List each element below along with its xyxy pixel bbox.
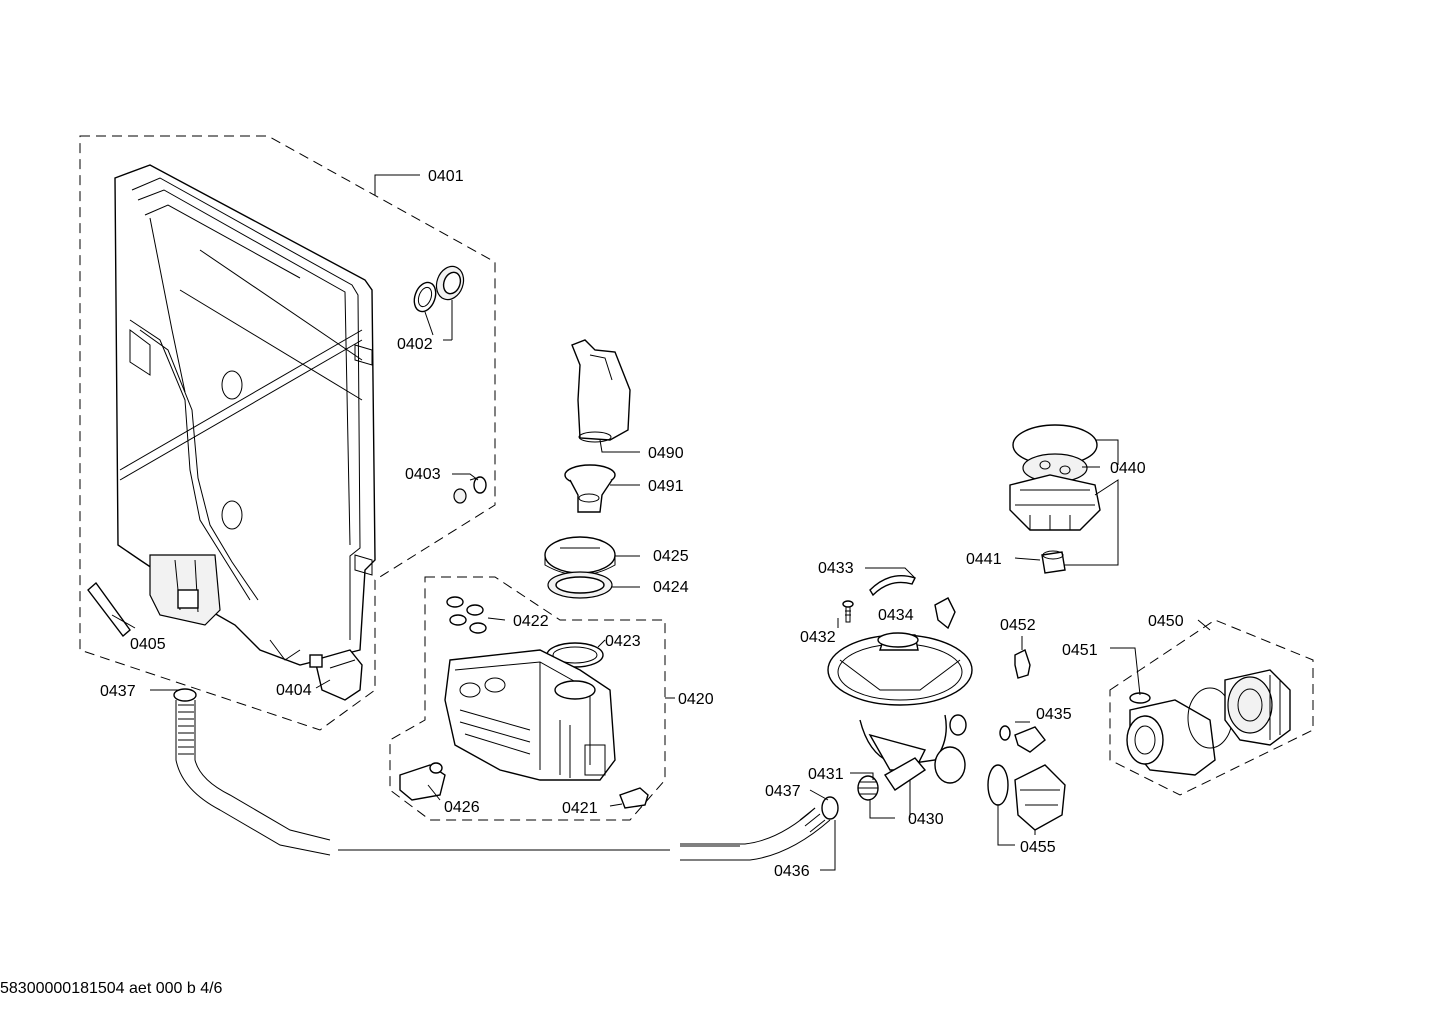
label-0436: 0436 [774,863,810,880]
label-0431: 0431 [808,766,844,783]
label-0425: 0425 [653,548,689,565]
clip-0452 [1014,636,1031,679]
funnel-0490 [571,339,640,453]
label-0402: 0402 [397,336,433,353]
label-0490: 0490 [648,445,684,462]
label-0420: 0420 [678,691,714,708]
strip-0433 [865,567,916,597]
document-footer-code: 58300000181504 aet 000 b 4/6 [0,980,223,997]
group-outline-0420 [389,576,666,821]
label-0450: 0450 [1148,613,1184,630]
label-0437-right: 0437 [765,783,801,800]
softener-unit-0420 [444,649,616,781]
label-0433: 0433 [818,560,854,577]
label-0434: 0434 [878,607,914,624]
valve-0404 [309,649,363,701]
pump-0455 [987,764,1066,846]
label-0435: 0435 [1036,706,1072,723]
label-0424: 0424 [653,579,689,596]
sensor-0441 [1014,550,1066,574]
seals-0422 [446,596,506,634]
group-outline-0450 [1109,619,1314,796]
fitting-0403 [452,473,487,504]
label-0430: 0430 [908,811,944,828]
label-0422: 0422 [513,613,549,630]
clip-0405 [87,581,136,638]
cap-0425 [544,536,640,576]
heater-top-0440 [1009,424,1119,566]
label-0452: 0452 [1000,617,1036,634]
label-0426: 0426 [444,799,480,816]
label-0441: 0441 [966,551,1002,568]
funnel-0491 [564,464,640,513]
label-0405: 0405 [130,636,166,653]
leader-0401 [374,174,420,195]
circulation-pump-0450 [1110,619,1291,776]
label-0437-left: 0437 [100,683,136,700]
label-0491: 0491 [648,478,684,495]
label-0440: 0440 [1110,460,1146,477]
clip-0434 [934,597,956,630]
label-0432: 0432 [800,629,836,646]
label-0404: 0404 [276,682,312,699]
drain-hose [150,688,839,861]
label-0421: 0421 [562,800,598,817]
hose-end-0436 [809,789,836,871]
sensor-0435 [999,721,1046,753]
label-0423: 0423 [605,633,641,650]
connector-0431 [850,772,895,819]
screw-0432 [837,600,854,628]
seal-ring-0424 [547,571,640,599]
gasket-0402 [413,265,465,341]
label-0451: 0451 [1062,642,1098,659]
label-0401: 0401 [428,168,464,185]
label-0455: 0455 [1020,839,1056,856]
label-0403: 0403 [405,466,441,483]
valve-0426 [399,762,446,801]
clip-0421 [609,787,649,809]
tub-panel-0401 [114,164,376,666]
sump-0430 [827,632,973,818]
group-outline-0401 [79,135,496,731]
